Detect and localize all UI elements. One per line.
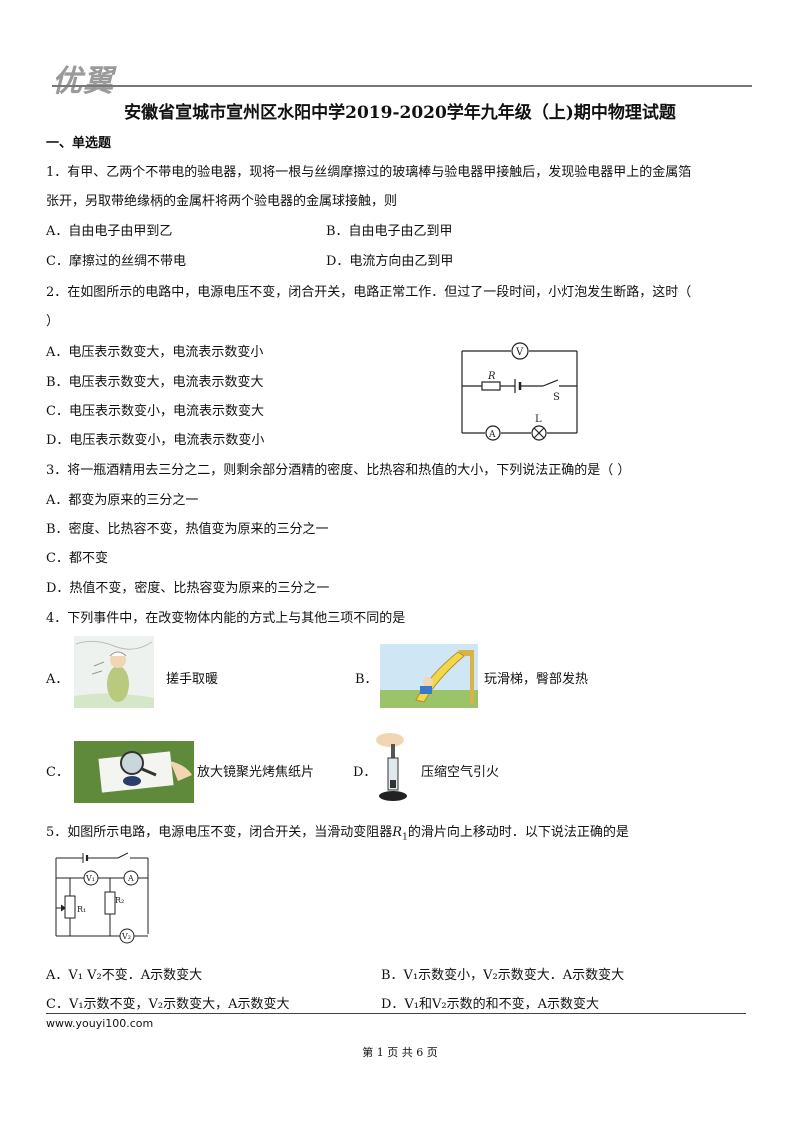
q4-option-b-letter: B．	[355, 672, 378, 687]
footer-url: www.youyi100.com	[46, 1017, 154, 1030]
q4-option-d-text: 压缩空气引火	[421, 765, 500, 780]
q3-option-a: A．都变为原来的三分之一	[46, 493, 199, 508]
q5-option-a: A．V₁ V₂不变．A示数变大	[46, 968, 203, 983]
q5-fig-r2: R₂	[115, 896, 124, 905]
q3-option-d: D．热值不变，密度、比热容变为原来的三分之一	[46, 581, 330, 596]
q2-fig-l: L	[535, 414, 542, 425]
q2-stem-line1: 2．在如图所示的电路中，电源电压不变，闭合开关，电路正常工作．但过了一段时间，小…	[46, 285, 692, 300]
q4-image-rubbing-hands	[74, 636, 154, 708]
q1-stem-line2: 张开，另取带绝缘柄的金属杆将两个验电器的金属球接触，则	[46, 194, 398, 209]
q5-option-b: B．V₁示数变小，V₂示数变大．A示数变大	[381, 968, 625, 983]
logo: 优翼	[52, 64, 114, 99]
q4-image-air-compression	[376, 733, 407, 801]
q5-fig-v2: V₂	[121, 932, 131, 941]
q5-stem-part1: 5．如图所示电路，电源电压不变，闭合开关，当滑动变阻器	[46, 825, 393, 840]
q5-stem-sub: 1	[402, 832, 408, 843]
q2-fig-r: R	[487, 371, 496, 382]
q5-fig-v1: V₁	[85, 874, 95, 883]
q5-stem-r: R	[392, 825, 403, 840]
q1-option-d: D．电流方向由乙到甲	[326, 254, 454, 269]
page-title: 安徽省宣城市宣州区水阳中学2019-2020学年九年级（上)期中物理试题	[124, 103, 676, 123]
q4-option-b-text: 玩滑梯，臀部发热	[484, 672, 589, 687]
q4-option-d-letter: D．	[353, 765, 377, 780]
q1-option-a: A．自由电子由甲到乙	[46, 224, 173, 239]
section-heading: 一、单选题	[46, 136, 112, 151]
q2-option-b: B．电压表示数变大，电流表示数变大	[46, 375, 264, 390]
q4-image-magnifier	[74, 741, 194, 803]
q1-option-b: B．自由电子由乙到甲	[326, 224, 453, 239]
q2-option-d: D．电压表示数变小，电流表示数变小	[46, 433, 265, 448]
header-rule	[52, 85, 752, 87]
q1-stem-line1: 1．有甲、乙两个不带电的验电器，现将一根与丝绸摩擦过的玻璃棒与验电器甲接触后，发…	[46, 165, 692, 180]
q5-option-d: D．V₁和V₂示数的和不变，A示数变大	[381, 997, 600, 1012]
q2-option-a: A．电压表示数变大，电流表示数变小	[46, 345, 264, 360]
q4-option-c-letter: C．	[46, 765, 69, 780]
q4-option-a-letter: A．	[46, 672, 69, 687]
q2-fig-a: A	[488, 430, 496, 440]
q3-stem: 3．将一瓶酒精用去三分之二，则剩余部分酒精的密度、比热容和热值的大小，下列说法正…	[46, 463, 631, 478]
q2-circuit-diagram: V R S L A	[461, 342, 578, 441]
q4-option-c-text: 放大镜聚光烤焦纸片	[197, 765, 315, 780]
q5-fig-r1: R₁	[77, 905, 86, 914]
q1-option-c: C．摩擦过的丝绸不带电	[46, 254, 186, 269]
q2-option-c: C．电压表示数变小，电流表示数变大	[46, 404, 264, 419]
q3-option-c: C．都不变	[46, 551, 108, 566]
q5-circuit-diagram: V₁ A R₂ R₁ V₂	[55, 852, 149, 944]
q2-stem-line2: ）	[46, 314, 60, 329]
q3-option-b: B．密度、比热容不变，热值变为原来的三分之一	[46, 522, 329, 537]
q5-stem: 5．如图所示电路，电源电压不变，闭合开关，当滑动变阻器R1的滑片向上移动时．以下…	[46, 821, 629, 843]
page-number: 第 1 页 共 6 页	[362, 1046, 438, 1059]
q5-fig-a: A	[127, 874, 134, 883]
q4-stem: 4．下列事件中，在改变物体内能的方式上与其他三项不同的是	[46, 611, 406, 626]
q2-fig-s: S	[553, 392, 560, 403]
q4-option-a-text: 搓手取暖	[166, 672, 219, 687]
q2-fig-v: V	[515, 347, 524, 358]
footer-rule	[46, 1013, 746, 1014]
q4-image-slide	[380, 644, 478, 708]
q5-option-c: C．V₁示数不变，V₂示数变大，A示数变大	[46, 997, 290, 1012]
q5-stem-part2: 的滑片向上移动时．以下说法正确的是	[407, 825, 629, 840]
